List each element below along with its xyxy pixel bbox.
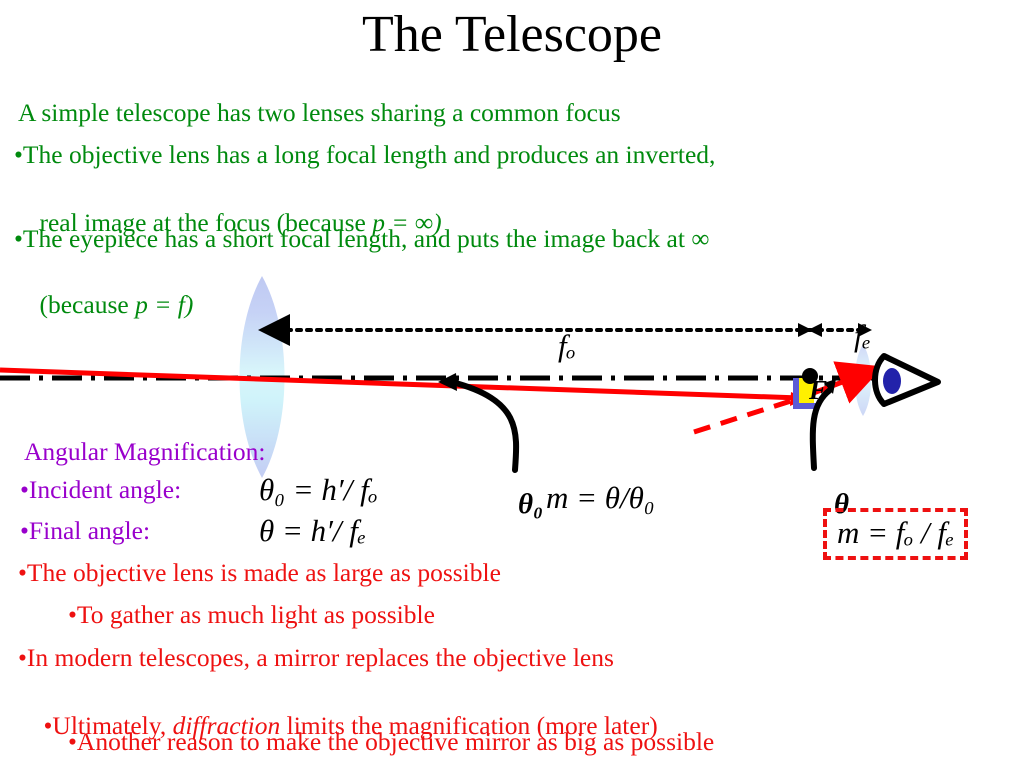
final-angle-row-label: •Final angle:	[20, 516, 151, 545]
final-angle-label: θ	[805, 455, 849, 554]
bullet-item-3-tail: limits the magnification (more later)	[280, 710, 658, 740]
magnification-heading: Angular Magnification:	[24, 437, 266, 466]
boxed-magnification-formula: m = fₒ / fₑ	[823, 508, 969, 560]
intro-line-3-text: real image at the focus (because	[39, 207, 373, 237]
bullet-item-3: •Ultimately, diffraction limits the magn…	[18, 687, 658, 764]
incident-angle-formula: θ₀ = h′/ fₒ	[259, 472, 378, 507]
incident-angle-arrowhead	[438, 373, 457, 391]
intro-line-3-math: p = ∞)	[372, 207, 442, 237]
incident-angle-row-label: •Incident angle:	[20, 475, 182, 504]
objective-focal-arrowhead-right	[798, 323, 812, 337]
bullet-item-4: •Another reason to make the objective mi…	[68, 727, 715, 756]
intro-line-3: real image at the focus (because p = ∞)	[14, 184, 442, 261]
intro-line-1: A simple telescope has two lenses sharin…	[18, 98, 621, 127]
bullet-item-0: •The objective lens is made as large as …	[18, 558, 501, 587]
eye-pupil	[883, 368, 901, 394]
objective-focal-label-text: fₒ	[558, 328, 576, 363]
page-title: The Telescope	[361, 6, 663, 63]
intro-line-5-math: p = f)	[135, 289, 194, 319]
magnification-ratio-formula: m = θ/θ₀	[546, 480, 655, 515]
focus-label-text: F	[809, 375, 828, 405]
bullet-item-1: •To gather as much light as possible	[68, 600, 435, 629]
focus-label: F	[782, 344, 827, 437]
intro-line-5: (because p = f)	[14, 266, 194, 343]
final-angle-formula: θ = h′/ fₑ	[259, 513, 367, 548]
eyepiece-focal-label: fₑ	[823, 282, 871, 390]
intro-line-2: •The objective lens has a long focal len…	[14, 140, 716, 169]
eye-outline	[872, 353, 941, 407]
intro-line-5-text: (because	[39, 289, 136, 319]
bullet-item-3-emphasis: diffraction	[172, 710, 281, 740]
incident-ray	[0, 367, 801, 401]
bullet-item-2: •In modern telescopes, a mirror replaces…	[18, 643, 614, 672]
incident-angle-label-text: θ₀	[518, 488, 544, 520]
eyepiece-focal-label-text: fₑ	[854, 318, 871, 353]
incident-angle-label: θ₀	[489, 455, 543, 554]
eyepiece-focal-arrowhead-left	[808, 323, 822, 337]
final-angle-label-text: θ	[834, 488, 850, 520]
objective-focal-label: fₒ	[527, 292, 575, 400]
bullet-item-3-head: •Ultimately,	[43, 710, 173, 740]
intro-line-4: •The eyepiece has a short focal length, …	[14, 224, 710, 253]
